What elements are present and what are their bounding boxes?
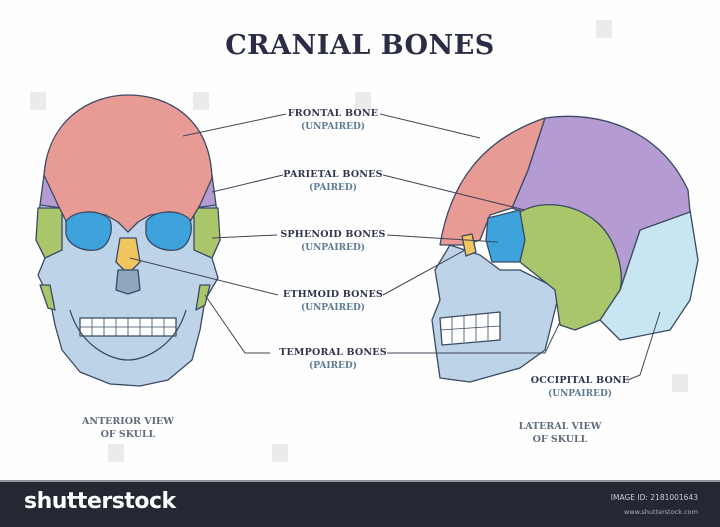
label-pairing: (PAIRED): [309, 183, 357, 193]
skull-illustrations: [35, 94, 699, 387]
image-id: IMAGE ID: 2181001643: [610, 493, 698, 502]
label-pairing: (UNPAIRED): [547, 389, 613, 399]
label-occipital-bone: OCCIPITAL BONE (UNPAIRED): [500, 375, 660, 399]
diagram-title: CRANIAL BONES: [225, 30, 495, 61]
footer-bar: shutterstock IMAGE ID: 2181001643 www.sh…: [0, 480, 720, 527]
label-pairing: (UNPAIRED): [300, 303, 366, 313]
watermark-mark: [30, 92, 46, 110]
caption-line: OF SKULL: [532, 434, 588, 445]
leader-lines: [129, 113, 661, 381]
label-temporal-bones: TEMPORAL BONES (PAIRED): [253, 347, 413, 371]
label-name: OCCIPITAL BONE: [530, 375, 630, 386]
label-pairing: (PAIRED): [309, 361, 357, 371]
diagram-canvas: CRANIAL BONES: [30, 20, 699, 462]
watermark-mark: [272, 444, 288, 462]
label-parietal-bones: PARIETAL BONES (PAIRED): [253, 169, 413, 193]
label-pairing: (UNPAIRED): [300, 122, 366, 132]
label-name: ETHMOID BONES: [283, 289, 383, 300]
label-pairing: (UNPAIRED): [300, 243, 366, 253]
watermark-mark: [596, 20, 612, 38]
label-name: PARIETAL BONES: [283, 169, 383, 180]
label-frontal-bone: FRONTAL BONE (UNPAIRED): [253, 108, 413, 132]
caption-line: OF SKULL: [100, 429, 156, 440]
site-url[interactable]: www.shutterstock.com: [623, 508, 698, 516]
lateral-skull: [431, 115, 699, 383]
label-name: FRONTAL BONE: [287, 108, 379, 119]
caption-line: LATERAL VIEW: [518, 421, 602, 432]
watermark-mark: [672, 374, 688, 392]
caption-anterior-view: ANTERIOR VIEW OF SKULL: [48, 415, 208, 441]
caption-line: ANTERIOR VIEW: [82, 416, 174, 427]
shutterstock-logo[interactable]: shutterstock: [24, 489, 176, 514]
watermark-mark: [108, 444, 124, 462]
label-sphenoid-bones: SPHENOID BONES (UNPAIRED): [253, 229, 413, 253]
label-ethmoid-bones: ETHMOID BONES (UNPAIRED): [253, 289, 413, 313]
anterior-skull: [35, 94, 221, 387]
label-name: SPHENOID BONES: [280, 229, 386, 240]
watermark-mark: [193, 92, 209, 110]
caption-lateral-view: LATERAL VIEW OF SKULL: [480, 420, 640, 446]
label-name: TEMPORAL BONES: [279, 347, 387, 358]
watermark-mark: [355, 92, 371, 110]
